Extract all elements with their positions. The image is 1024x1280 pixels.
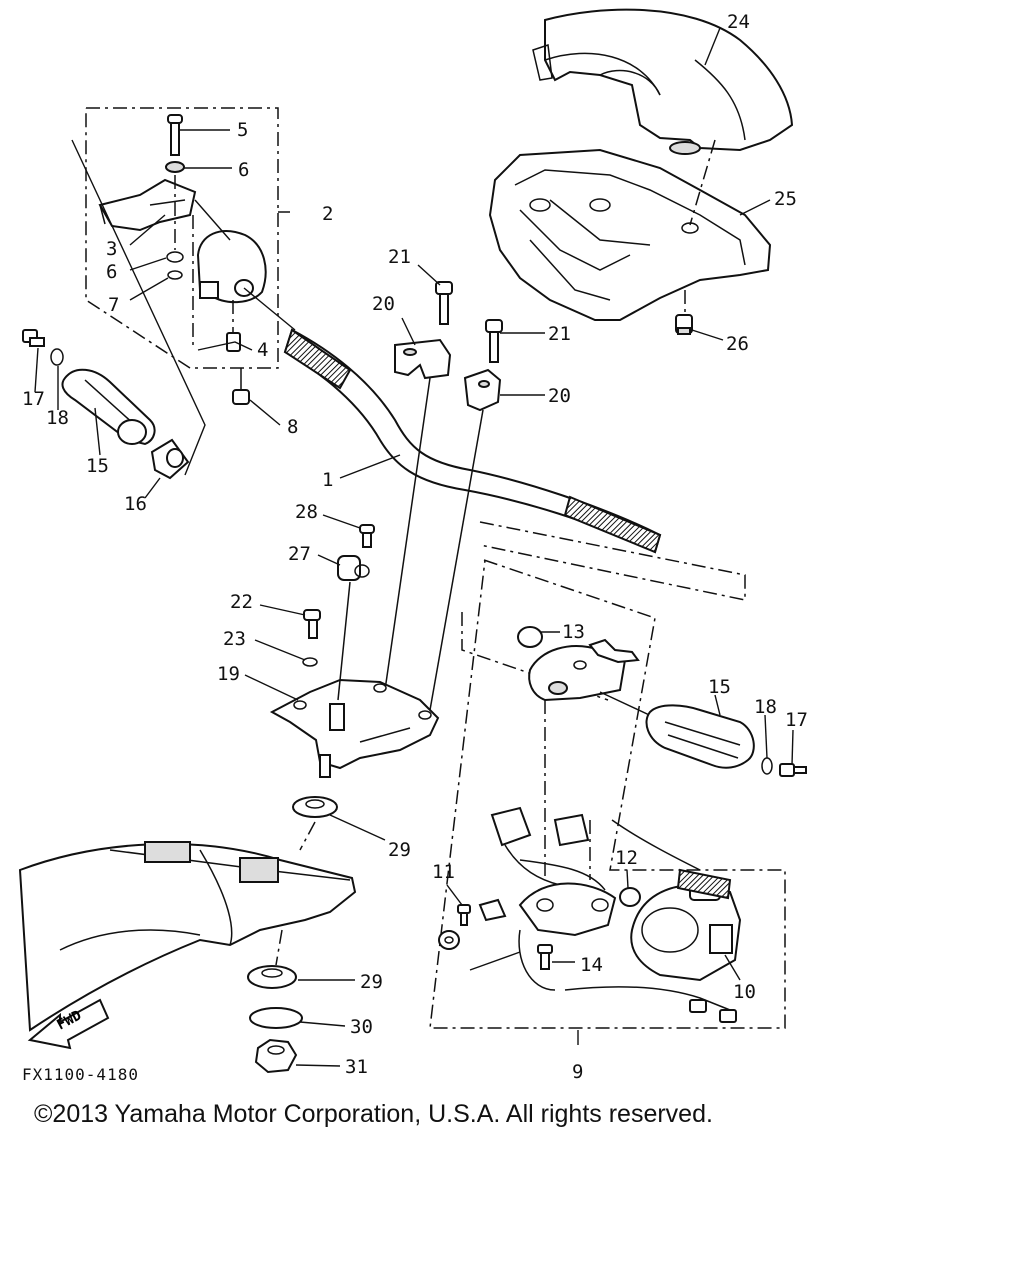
handlebar-cover-top: [532, 8, 794, 155]
washer-6-top: [165, 161, 185, 173]
switch-body: [478, 806, 617, 937]
clamp-20-upper: [394, 338, 452, 380]
callout-8: 8: [287, 416, 298, 438]
handlebar-cover-bottom: [488, 148, 772, 321]
callout-17-left: 17: [22, 388, 45, 410]
cover-screw: [675, 314, 693, 335]
callout-23: 23: [223, 628, 246, 650]
callout-19: 19: [217, 663, 240, 685]
washer-6-lower: [166, 251, 184, 263]
washer-30: [249, 1007, 303, 1029]
callout-21-lower: 21: [548, 323, 571, 345]
callout-18-right: 18: [754, 696, 777, 718]
callout-18-left: 18: [46, 407, 69, 429]
callout-31: 31: [345, 1056, 368, 1078]
bolt-21-upper: [435, 281, 453, 325]
stud: [319, 754, 331, 778]
callout-21-upper: 21: [388, 246, 411, 268]
callout-26: 26: [726, 333, 749, 355]
grommet-29-upper: [292, 796, 338, 818]
bolt-8: [232, 368, 250, 405]
callout-15-left: 15: [86, 455, 109, 477]
bushing-27: [337, 555, 370, 581]
callout-7: 7: [108, 294, 119, 316]
screw-14: [537, 944, 553, 970]
callout-6-lower: 6: [106, 261, 117, 283]
callout-30: 30: [350, 1016, 373, 1038]
nut-31: [254, 1038, 298, 1074]
callout-20-lower: 20: [548, 385, 571, 407]
callout-13: 13: [562, 621, 585, 643]
exploded-parts-diagram: FWD: [18, 8, 808, 1084]
copyright-notice: ©2013 Yamaha Motor Corporation, U.S.A. A…: [34, 1100, 713, 1128]
washer-18-left: [50, 348, 64, 366]
spring-12: [619, 887, 641, 907]
callout-1: 1: [322, 469, 333, 491]
callout-6-top: 6: [238, 159, 249, 181]
callout-4: 4: [257, 339, 268, 361]
grommet-29-lower: [247, 965, 297, 989]
button-13: [517, 626, 543, 648]
callout-25: 25: [774, 188, 797, 210]
clamp-20-lower: [463, 368, 502, 412]
fwd-arrow-icon: FWD: [27, 998, 110, 1050]
screw-11: [457, 904, 471, 926]
throttle-lever: [98, 178, 197, 232]
bolt-28: [359, 524, 375, 548]
callout-17-right: 17: [785, 709, 808, 731]
callout-12: 12: [615, 847, 638, 869]
callout-29-lower: 29: [360, 971, 383, 993]
bar-end-weight-16: [150, 438, 190, 480]
callout-28: 28: [295, 501, 318, 523]
callout-5: 5: [237, 119, 248, 141]
handlebar: [283, 328, 662, 554]
callout-14: 14: [580, 954, 603, 976]
washer-23: [302, 657, 318, 667]
callout-16: 16: [124, 493, 147, 515]
screw-17-left: [22, 329, 45, 347]
bolt-5: [167, 114, 183, 156]
callout-9: 9: [572, 1061, 583, 1083]
callout-11: 11: [432, 861, 455, 883]
grip-left: [61, 368, 156, 446]
callout-24: 24: [727, 11, 750, 33]
washer-18-right: [761, 757, 773, 775]
hull-section: [18, 841, 357, 1032]
callout-3: 3: [106, 238, 117, 260]
callout-20-upper: 20: [372, 293, 395, 315]
wire-terminal: [588, 638, 640, 664]
connector-plugs: [689, 999, 737, 1023]
callout-27: 27: [288, 543, 311, 565]
switch-housing-left: [196, 230, 267, 304]
ring-terminal: [438, 930, 460, 950]
callout-29-upper: 29: [388, 839, 411, 861]
callout-10: 10: [733, 981, 756, 1003]
clip-7: [167, 270, 183, 280]
fitting-22: [303, 609, 321, 639]
callout-2: 2: [322, 203, 333, 225]
screw-17-right: [779, 763, 807, 777]
bolt-21-lower: [485, 319, 503, 363]
drawing-code: FX1100-4180: [22, 1065, 139, 1084]
cable-cover-10: [630, 868, 742, 982]
steering-bracket-19: [269, 678, 440, 770]
callout-22: 22: [230, 591, 253, 613]
callout-15-right: 15: [708, 676, 731, 698]
grip-right: [645, 704, 755, 769]
